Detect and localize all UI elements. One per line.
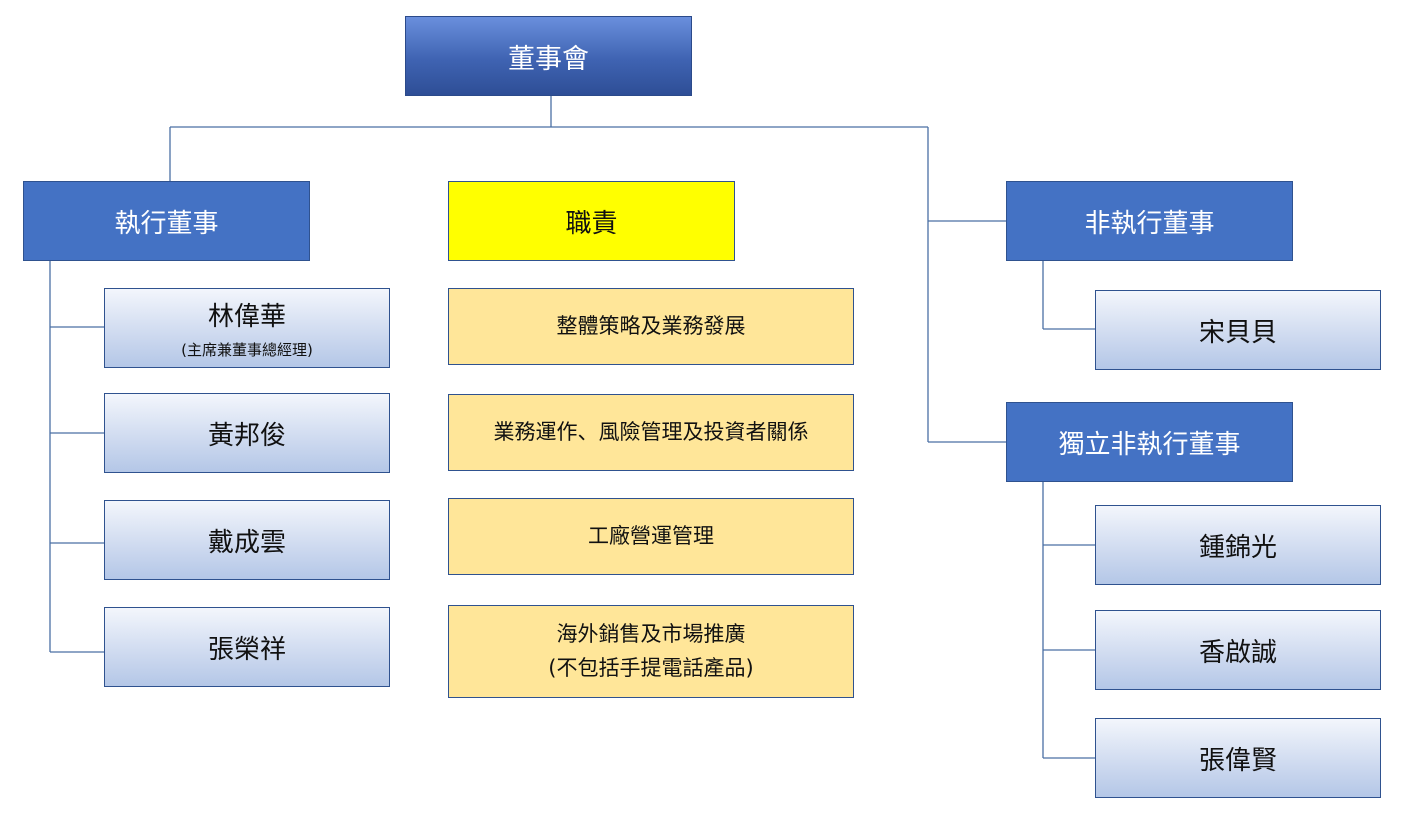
duty-text: 業務運作、風險管理及投資者關係 [493,419,809,444]
non-executive-directors-label: 非執行董事 [1084,208,1215,239]
member-name: 宋貝貝 [1198,317,1277,348]
member-name: 戴成雲 [207,527,286,558]
duty-text: 海外銷售及市場推廣 [556,621,746,646]
duties-header-label: 職責 [565,208,618,239]
independent-directors-label: 獨立非執行董事 [1058,429,1241,460]
member-name: 黃邦俊 [207,420,286,451]
member-name: 香啟誠 [1198,637,1277,668]
duty-box: 整體策略及業務發展 [448,288,854,365]
member-name: 林偉華 [207,302,286,332]
board-label: 董事會 [508,43,589,75]
duties-header-box: 職責 [448,181,735,261]
executive-member-box: 林偉華 (主席兼董事總經理) [104,288,390,368]
independent-member-box: 張偉賢 [1095,718,1381,798]
non-executive-directors-box: 非執行董事 [1006,181,1293,261]
executive-directors-box: 執行董事 [23,181,310,261]
independent-member-box: 鍾錦光 [1095,505,1381,585]
member-name: 張榮祥 [207,634,286,665]
duty-box: 業務運作、風險管理及投資者關係 [448,394,854,471]
non-executive-member-box: 宋貝貝 [1095,290,1381,370]
independent-directors-box: 獨立非執行董事 [1006,402,1293,482]
executive-directors-label: 執行董事 [114,208,219,239]
duty-text: 工廠營運管理 [588,523,714,548]
executive-member-box: 張榮祥 [104,607,390,687]
duty-text-note: (不包括手提電話產品) [548,655,754,680]
board-box: 董事會 [405,16,692,96]
member-title: (主席兼董事總經理) [181,341,313,359]
duty-box: 海外銷售及市場推廣 (不包括手提電話產品) [448,605,854,698]
executive-member-box: 黃邦俊 [104,393,390,473]
member-name: 張偉賢 [1198,745,1277,776]
duty-box: 工廠營運管理 [448,498,854,575]
duty-text: 整體策略及業務發展 [556,313,746,338]
member-name: 鍾錦光 [1198,532,1277,563]
independent-member-box: 香啟誠 [1095,610,1381,690]
executive-member-box: 戴成雲 [104,500,390,580]
